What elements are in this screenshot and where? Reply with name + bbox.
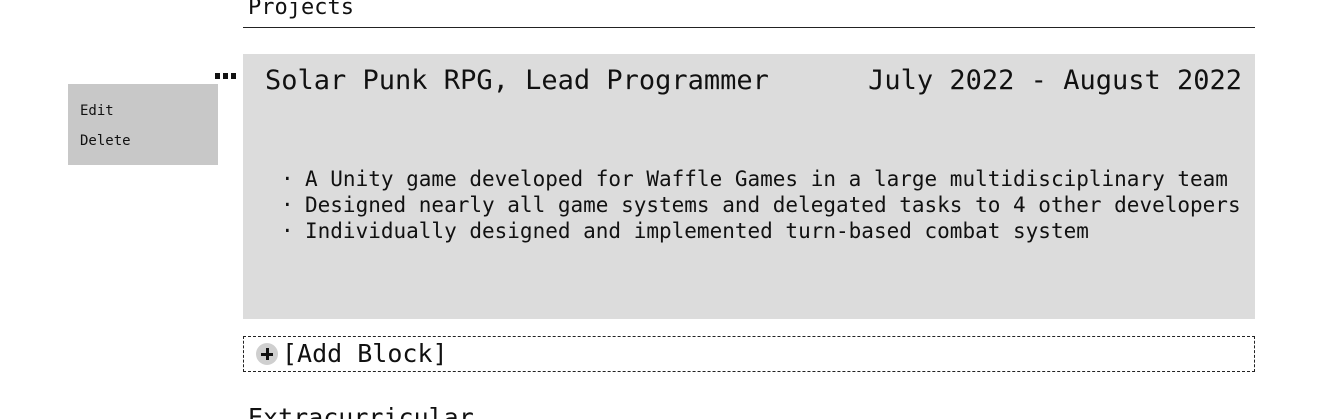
bullet-marker: · <box>281 167 294 191</box>
more-options-icon[interactable] <box>215 66 239 79</box>
project-date: July 2022 - August 2022 <box>868 65 1242 96</box>
list-item: · A Unity game developed for Waffle Game… <box>281 168 1241 190</box>
project-block[interactable]: Solar Punk RPG, Lead Programmer July 202… <box>243 54 1255 319</box>
block-context-menu: Edit Delete <box>68 84 218 165</box>
project-title: Solar Punk RPG, Lead Programmer <box>265 65 769 96</box>
bullet-marker: · <box>281 219 294 243</box>
section-divider <box>243 27 1255 28</box>
project-bullets: · A Unity game developed for Waffle Game… <box>281 168 1241 246</box>
add-block-button[interactable]: [Add Block] <box>243 336 1255 372</box>
list-item: · Designed nearly all game systems and d… <box>281 194 1241 216</box>
add-block-content: [Add Block] <box>256 339 448 369</box>
delete-menu-item[interactable]: Delete <box>80 133 131 149</box>
edit-menu-item[interactable]: Edit <box>80 103 114 119</box>
plus-circle-icon <box>256 343 278 365</box>
add-block-label: [Add Block] <box>282 339 448 368</box>
bullet-text: Designed nearly all game systems and del… <box>305 193 1241 217</box>
next-section-title: Extracurricular <box>248 403 474 419</box>
bullet-text: A Unity game developed for Waffle Games … <box>305 167 1228 191</box>
more-horizontal-icon <box>215 73 236 79</box>
list-item: · Individually designed and implemented … <box>281 220 1241 242</box>
bullet-text: Individually designed and implemented tu… <box>305 219 1089 243</box>
bullet-marker: · <box>281 193 294 217</box>
section-title: Projects <box>248 0 354 20</box>
